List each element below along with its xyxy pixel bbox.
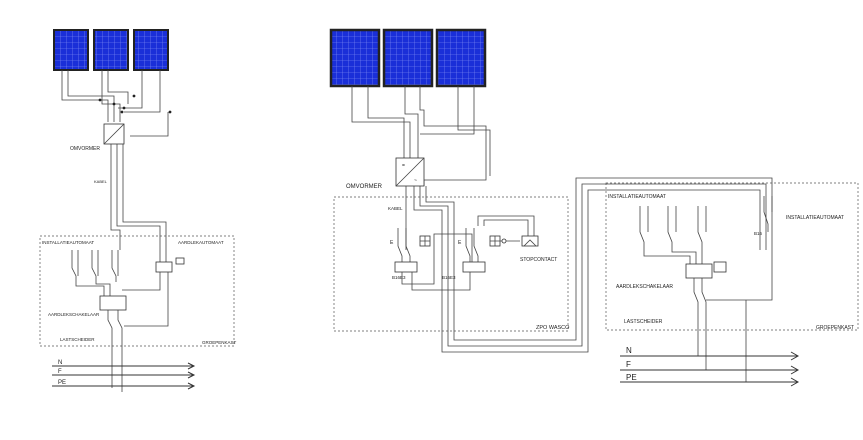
right-lastscheider-label: LASTSCHEIDER [624, 319, 663, 325]
left-installatieautomaat-label: INSTALLATIEAUTOMAAT [42, 240, 94, 245]
earth-e-label-1: E [390, 240, 394, 246]
right-bus-pe: PE [626, 373, 637, 382]
right-aardlekschakelaar-icon [685, 263, 713, 279]
left-aardlekschakelaar-icon [99, 295, 127, 311]
left-omvormer-label: OMVORMER [70, 146, 100, 152]
left-breakers [71, 250, 185, 327]
right-bus-f: F [626, 360, 631, 369]
aardlekautomaat-icon [155, 261, 173, 273]
right-breaker-1: E B16E3 [390, 228, 473, 285]
right-bus-bars: N F PE [620, 346, 800, 387]
left-bus-pe: PE [58, 380, 66, 386]
right-bus-n: N [626, 346, 632, 355]
right-groepenkast-label: GROEPENKAST [816, 325, 854, 331]
right-stopcontact: STOPCONTACT [477, 215, 557, 263]
solar-panel-icon [382, 28, 434, 88]
right-omvormer-label: OMVORMER [346, 184, 383, 190]
left-lastscheider-label: LASTSCHEIDER [60, 337, 95, 342]
left-bus-n: N [58, 360, 62, 366]
right-installatieautomaat-side-label: INSTALLATIEAUTOMAAT [786, 215, 844, 221]
earth-e-label-2: E [458, 240, 462, 246]
left-aardlekschakelaar-label: AARDLEKSCHAKELAAR [48, 312, 100, 317]
right-zpo-box [333, 196, 569, 332]
inverter-ac-symbol: ~ [414, 178, 417, 184]
right-installatieautomaten: B16 [639, 196, 773, 266]
solar-panel-icon [133, 29, 169, 71]
right-stopcontact-label: STOPCONTACT [520, 257, 557, 263]
socket-icon [521, 235, 539, 247]
left-panel-wiring [61, 70, 172, 137]
right-zpo-label: ZPO WASCO [536, 325, 570, 331]
left-schematic: OMVORMER KABEL INSTALLATIEAUTOMAAT AARDL… [39, 29, 237, 392]
right-breaker-2: E B16E3 [411, 228, 520, 291]
right-solar-panels [329, 28, 487, 88]
left-groepenkast-label: GROEPENKAST [202, 340, 237, 345]
right-b16-label: B16 [754, 231, 763, 236]
left-aardlekautomaat-label: AARDLEKAUTOMAAT [178, 240, 224, 245]
solar-panel-icon [93, 29, 129, 71]
inverter-dc-symbol: = [402, 163, 405, 169]
left-kabel-label: KABEL [94, 179, 108, 184]
right-panel-wiring [351, 86, 491, 186]
right-groepenkast-box [605, 182, 859, 331]
right-kabel-label: KABEL [388, 206, 403, 211]
left-solar-panels [53, 29, 169, 71]
right-aardlekschakelaar-label: AARDLEKSCHAKELAAR [616, 284, 673, 290]
right-b16-2-label: B16E3 [442, 275, 456, 280]
solar-panel-icon [53, 29, 89, 71]
right-b16-1-label: B16E3 [392, 275, 406, 280]
left-groepenkast-box [39, 235, 235, 347]
solar-panel-icon [329, 28, 381, 88]
left-bus-bars: N F PE [52, 360, 196, 390]
solar-panel-icon [435, 28, 487, 88]
right-installatieautomaat-top-label: INSTALLATIEAUTOMAAT [608, 194, 666, 200]
right-schematic: = ~ OMVORMER KABEL ZPO WASCO E B16E3 [329, 28, 859, 387]
left-bus-f: F [58, 369, 62, 375]
